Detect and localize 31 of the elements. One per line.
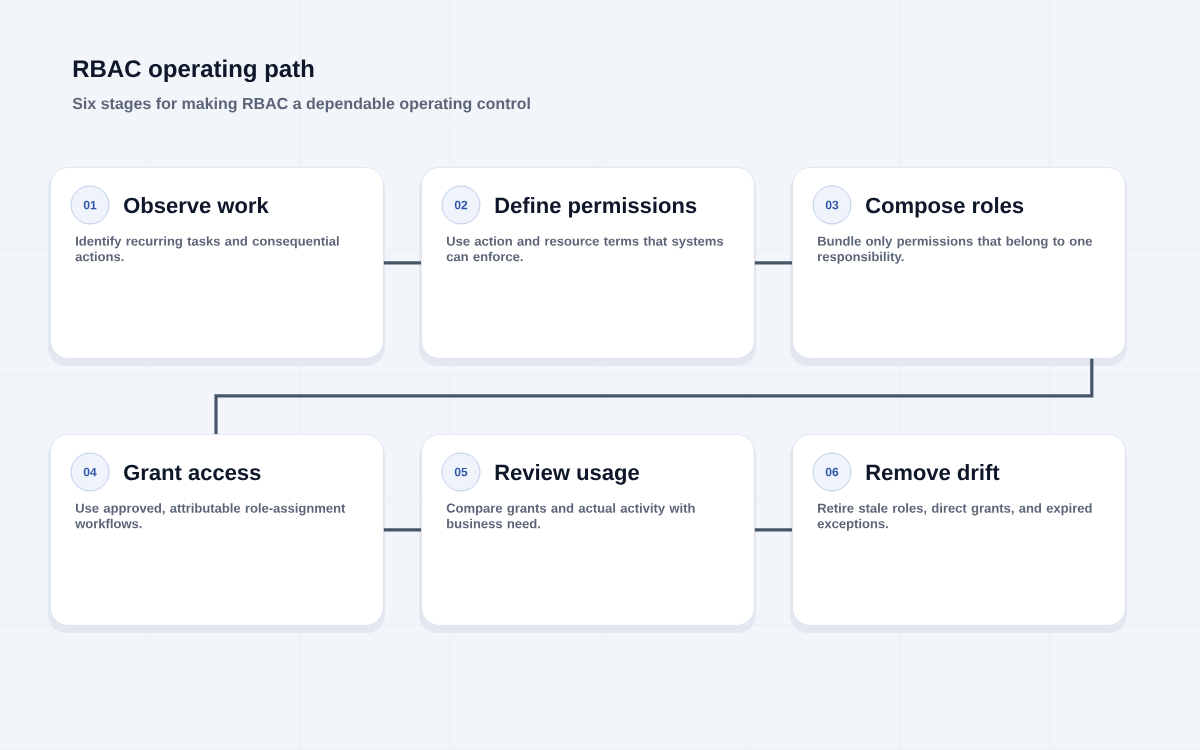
step-description: Bundle only permissions that belong to one responsibility. [818,236,1092,264]
step-title: Observe work [124,197,269,214]
connector-line [383,261,421,265]
connector-line [383,528,421,532]
step-description: Use approved, attributable role-assignment workflows. [75,503,346,529]
step-description: Use action and resource terms that systems can enforce. [446,236,724,262]
diagram-title: RBAC operating path [73,59,314,83]
connector-line [754,528,792,532]
step-title: Remove drift [866,464,1000,481]
step-number: 01 [70,185,110,225]
step-number: 06 [812,452,852,492]
step-title: Grant access [124,464,261,481]
step-description: Identify recurring tasks and consequential actions. [75,236,339,262]
step-description: Retire stale roles, direct grants, and expired exceptions. [817,503,1092,531]
step-title: Define permissions [495,197,697,218]
step-title: Review usage [495,464,639,485]
step-card [419,167,756,366]
step-card [48,434,385,633]
step-description: Compare grants and actual activity with business need. [446,503,695,529]
step-title: Compose roles [866,197,1024,218]
step-number: 05 [441,452,481,492]
step-card [790,167,1127,366]
step-number: 02 [441,185,481,225]
step-card [790,434,1127,633]
step-card [48,167,385,366]
connector-line [214,358,1094,434]
step-number: 04 [70,452,110,492]
step-card [419,434,756,633]
step-number: 03 [812,185,852,225]
connector-line [754,261,792,265]
diagram-subtitle: Six stages for making RBAC a dependable operating control [72,97,530,113]
